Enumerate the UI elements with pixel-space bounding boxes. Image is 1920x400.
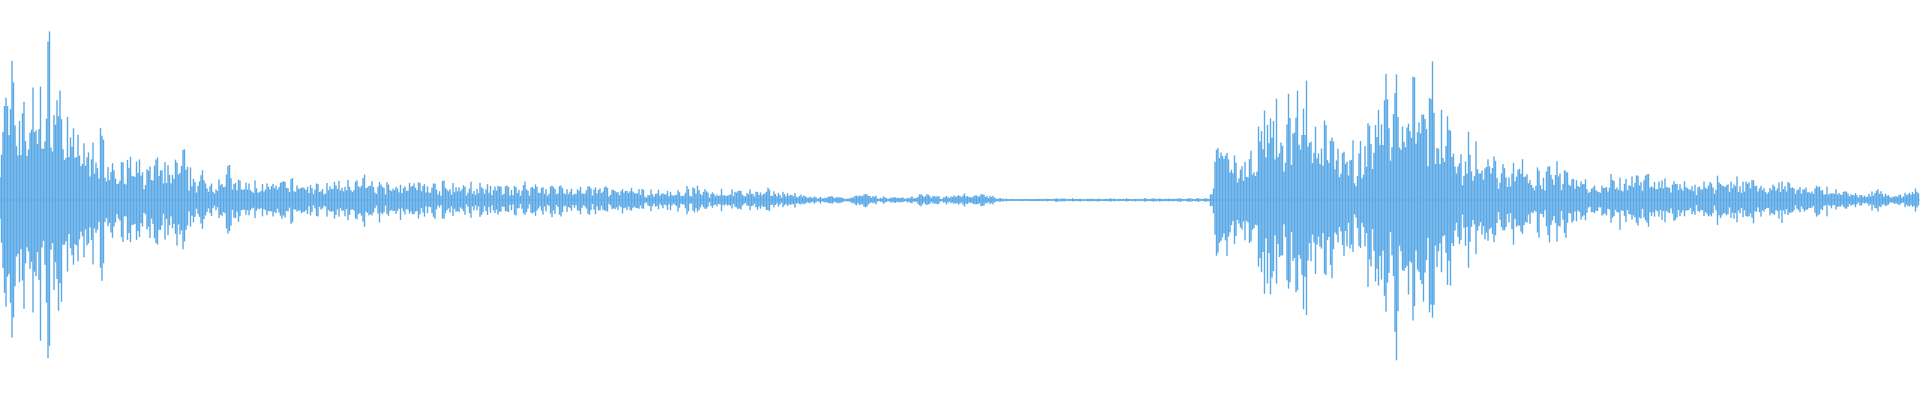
waveform-bars [0, 31, 1920, 361]
